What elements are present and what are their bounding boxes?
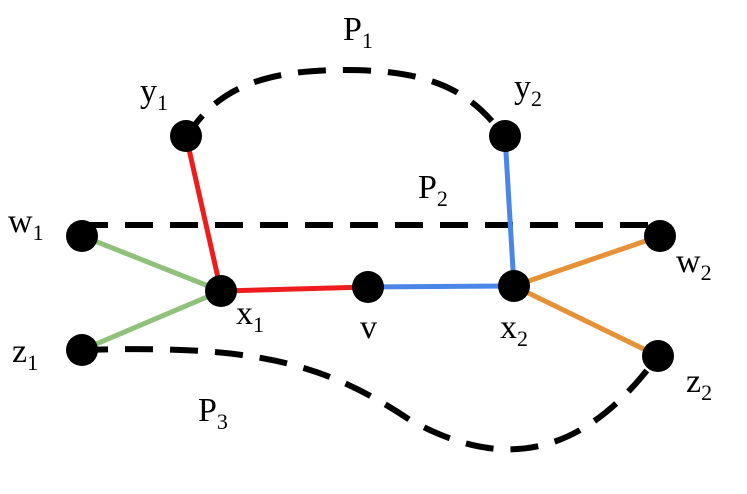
label-x2: x2 <box>500 309 528 351</box>
node-v <box>352 271 384 303</box>
path-p1-curve <box>183 66 506 140</box>
label-w1: w1 <box>8 203 44 245</box>
label-z2: z2 <box>686 363 712 405</box>
node-z2 <box>642 340 674 372</box>
edge-z1-x1 <box>79 288 224 353</box>
label-w2: w2 <box>676 243 712 285</box>
label-p2: P2 <box>418 169 448 211</box>
node-y2 <box>489 120 521 152</box>
edge-x2-w2 <box>511 233 663 289</box>
edge-x2-z2 <box>511 283 661 359</box>
edge-w1-x1 <box>79 233 224 294</box>
node-w2 <box>644 220 676 252</box>
label-p1: P1 <box>343 11 373 53</box>
label-y1: y1 <box>140 73 168 115</box>
label-p3: P3 <box>198 392 228 434</box>
path-p3-curve <box>79 346 658 453</box>
node-z1 <box>66 334 98 366</box>
label-z1: z1 <box>12 333 38 375</box>
label-x1: x1 <box>236 295 264 337</box>
node-y1 <box>170 120 202 152</box>
edge-x1-v <box>218 284 371 294</box>
node-x2 <box>498 270 530 302</box>
label-v: v <box>360 309 377 346</box>
label-y2: y2 <box>514 69 542 111</box>
edge-v-x2 <box>365 283 517 290</box>
edge-y1-x1 <box>183 133 224 294</box>
edge-group <box>79 133 663 359</box>
node-x1 <box>205 275 237 307</box>
node-w1 <box>66 220 98 252</box>
edge-y2-x2 <box>502 133 517 289</box>
